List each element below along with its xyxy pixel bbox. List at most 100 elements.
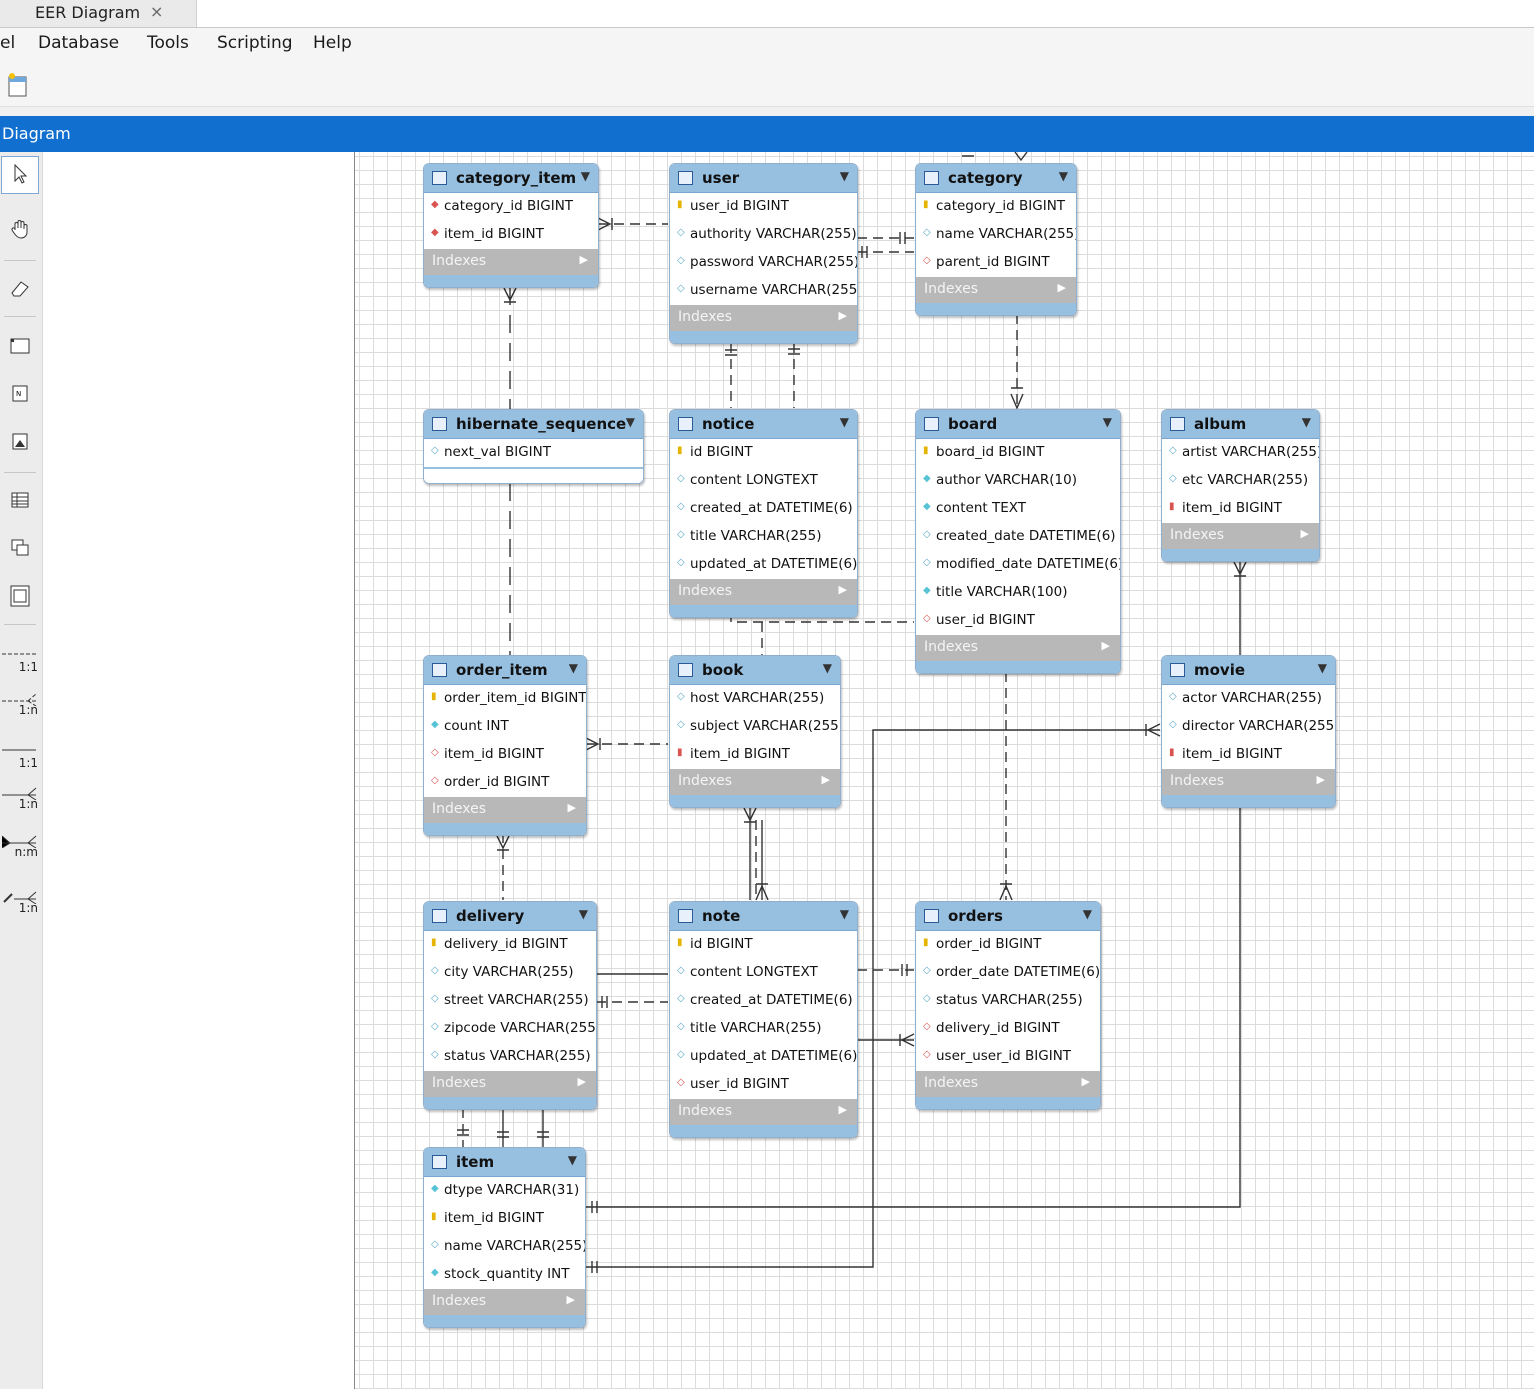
menu-tools[interactable]: Tools: [147, 33, 189, 53]
column-row[interactable]: ◇status VARCHAR(255): [424, 1043, 596, 1071]
column-row[interactable]: ◇user_user_id BIGINT: [916, 1043, 1100, 1071]
indexes-section[interactable]: Indexes▶: [424, 1071, 596, 1097]
table-header[interactable]: board▼: [916, 410, 1120, 439]
column-row[interactable]: ◇director VARCHAR(255): [1162, 713, 1335, 741]
table-movie[interactable]: movie▼◇actor VARCHAR(255)◇director VARCH…: [1161, 655, 1336, 808]
expand-arrow-icon[interactable]: ▶: [566, 1293, 575, 1306]
expand-arrow-icon[interactable]: ▶: [1057, 281, 1066, 294]
column-row[interactable]: ◇next_val BIGINT: [424, 439, 643, 467]
hand-tool[interactable]: [0, 218, 40, 244]
indexes-section[interactable]: Indexes▶: [916, 277, 1076, 303]
relation-1-n-existing[interactable]: 1:n: [2, 890, 38, 915]
table-hibernate-sequence[interactable]: hibernate_sequence▼◇next_val BIGINT: [423, 409, 644, 484]
menu-model[interactable]: el: [0, 33, 16, 53]
column-row[interactable]: ◇created_at DATETIME(6): [670, 987, 857, 1015]
column-row[interactable]: ◇updated_at DATETIME(6): [670, 1043, 857, 1071]
eraser-tool[interactable]: [0, 278, 40, 302]
collapse-arrow-icon[interactable]: ▼: [839, 907, 849, 921]
relation-1-n-nonidentifying[interactable]: 1:n: [2, 692, 38, 717]
table-book[interactable]: book▼◇host VARCHAR(255)◇subject VARCHAR(…: [669, 655, 841, 808]
column-row[interactable]: ◇created_at DATETIME(6): [670, 495, 857, 523]
expand-arrow-icon[interactable]: ▶: [577, 1075, 586, 1088]
column-row[interactable]: ◆stock_quantity INT: [424, 1261, 585, 1289]
table-item[interactable]: item▼◆dtype VARCHAR(31)▮item_id BIGINT◇n…: [423, 1147, 586, 1328]
table-header[interactable]: category_item▼: [424, 164, 598, 193]
collapse-arrow-icon[interactable]: ▼: [822, 661, 832, 675]
expand-arrow-icon[interactable]: ▶: [1316, 773, 1325, 786]
column-row[interactable]: ◇name VARCHAR(255): [424, 1233, 585, 1261]
indexes-section[interactable]: Indexes▶: [424, 1289, 585, 1315]
column-row[interactable]: ◇street VARCHAR(255): [424, 987, 596, 1015]
relation-1-1-nonidentifying[interactable]: 1:1: [2, 648, 38, 674]
column-row[interactable]: ▮delivery_id BIGINT: [424, 931, 596, 959]
column-row[interactable]: ◇user_id BIGINT: [670, 1071, 857, 1099]
table-header[interactable]: delivery▼: [424, 902, 596, 931]
column-row[interactable]: ▮user_id BIGINT: [670, 193, 857, 221]
pointer-tool[interactable]: [1, 156, 39, 194]
table-header[interactable]: category▼: [916, 164, 1076, 193]
table-header[interactable]: orders▼: [916, 902, 1100, 931]
indexes-section[interactable]: Indexes▶: [424, 797, 586, 823]
table-header[interactable]: album▼: [1162, 410, 1319, 439]
column-row[interactable]: ◇etc VARCHAR(255): [1162, 467, 1319, 495]
collapse-arrow-icon[interactable]: ▼: [578, 907, 588, 921]
collapse-arrow-icon[interactable]: ▼: [1058, 169, 1068, 183]
collapse-arrow-icon[interactable]: ▼: [1317, 661, 1327, 675]
table-category[interactable]: category▼▮category_id BIGINT◇name VARCHA…: [915, 163, 1077, 316]
expand-arrow-icon[interactable]: ▶: [838, 309, 847, 322]
expand-arrow-icon[interactable]: ▶: [1300, 527, 1309, 540]
expand-arrow-icon[interactable]: ▶: [838, 583, 847, 596]
column-row[interactable]: ◆content TEXT: [916, 495, 1120, 523]
indexes-section[interactable]: Indexes▶: [670, 769, 840, 795]
column-row[interactable]: ◇user_id BIGINT: [916, 607, 1120, 635]
column-row[interactable]: ◇created_date DATETIME(6): [916, 523, 1120, 551]
new-note-icon[interactable]: [6, 72, 30, 102]
collapse-arrow-icon[interactable]: ▼: [1301, 415, 1311, 429]
column-row[interactable]: ◇host VARCHAR(255): [670, 685, 840, 713]
table-header[interactable]: user▼: [670, 164, 857, 193]
routine-group-tool[interactable]: [0, 584, 40, 612]
collapse-arrow-icon[interactable]: ▼: [625, 415, 635, 429]
table-header[interactable]: note▼: [670, 902, 857, 931]
menu-help[interactable]: Help: [313, 33, 352, 53]
column-row[interactable]: ◇order_date DATETIME(6): [916, 959, 1100, 987]
collapse-arrow-icon[interactable]: ▼: [1082, 907, 1092, 921]
table-category-item[interactable]: category_item▼◆category_id BIGINT◆item_i…: [423, 163, 599, 288]
column-row[interactable]: ▮category_id BIGINT: [916, 193, 1076, 221]
column-row[interactable]: ▮item_id BIGINT: [1162, 495, 1319, 523]
column-row[interactable]: ◇modified_date DATETIME(6): [916, 551, 1120, 579]
column-row[interactable]: ◇item_id BIGINT: [424, 741, 586, 769]
column-row[interactable]: ◇title VARCHAR(255): [670, 523, 857, 551]
collapse-arrow-icon[interactable]: ▼: [568, 661, 578, 675]
table-tool[interactable]: [0, 490, 40, 514]
image-tool[interactable]: [0, 432, 40, 456]
column-row[interactable]: ◇authority VARCHAR(255): [670, 221, 857, 249]
column-row[interactable]: ◇content LONGTEXT: [670, 959, 857, 987]
column-row[interactable]: ◇title VARCHAR(255): [670, 1015, 857, 1043]
column-row[interactable]: ◇username VARCHAR(255): [670, 277, 857, 305]
table-header[interactable]: item▼: [424, 1148, 585, 1177]
table-album[interactable]: album▼◇artist VARCHAR(255)◇etc VARCHAR(2…: [1161, 409, 1320, 562]
view-tool[interactable]: [0, 538, 40, 562]
column-row[interactable]: ◆count INT: [424, 713, 586, 741]
column-row[interactable]: ◇name VARCHAR(255): [916, 221, 1076, 249]
table-order-item[interactable]: order_item▼▮order_item_id BIGINT◆count I…: [423, 655, 587, 836]
layer-tool[interactable]: [0, 336, 40, 360]
column-row[interactable]: ◆dtype VARCHAR(31): [424, 1177, 585, 1205]
indexes-section[interactable]: Indexes▶: [670, 579, 857, 605]
table-header[interactable]: hibernate_sequence▼: [424, 410, 643, 439]
relation-1-n-identifying[interactable]: 1:n: [2, 786, 38, 811]
column-row[interactable]: ◇updated_at DATETIME(6): [670, 551, 857, 579]
collapse-arrow-icon[interactable]: ▼: [1102, 415, 1112, 429]
column-row[interactable]: ◆item_id BIGINT: [424, 221, 598, 249]
column-row[interactable]: ◇subject VARCHAR(255): [670, 713, 840, 741]
table-delivery[interactable]: delivery▼▮delivery_id BIGINT◇city VARCHA…: [423, 901, 597, 1110]
collapse-arrow-icon[interactable]: ▼: [580, 169, 590, 183]
collapse-arrow-icon[interactable]: ▼: [567, 1153, 577, 1167]
column-row[interactable]: ◆author VARCHAR(10): [916, 467, 1120, 495]
indexes-section[interactable]: Indexes▶: [670, 305, 857, 331]
note-tool[interactable]: N: [0, 384, 40, 408]
collapse-arrow-icon[interactable]: ▼: [839, 169, 849, 183]
indexes-section[interactable]: Indexes▶: [916, 1071, 1100, 1097]
column-row[interactable]: ◇artist VARCHAR(255): [1162, 439, 1319, 467]
